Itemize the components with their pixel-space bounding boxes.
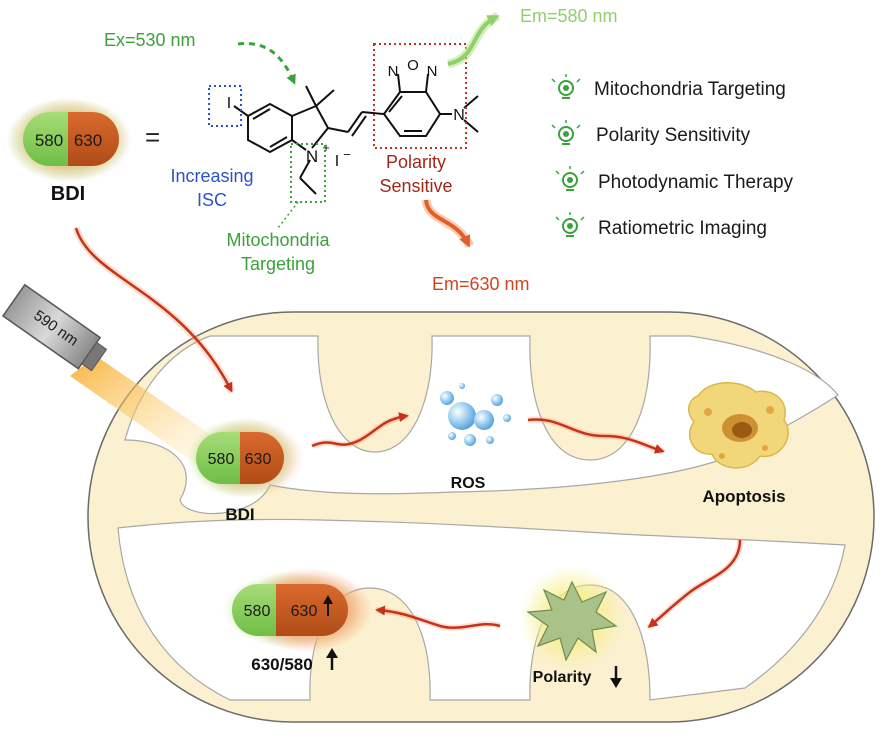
em-red-label: Em=630 nm <box>432 274 530 294</box>
atom-n-left: N <box>388 63 399 80</box>
excitation-arrow <box>237 42 296 85</box>
uptake-arrow <box>74 227 233 393</box>
ros-bubbles <box>440 383 511 446</box>
feature-list: Mitochondria Targeting Polarity Sensitiv… <box>551 74 794 239</box>
em-red-arrow <box>424 199 471 248</box>
polarity-highlight-box <box>373 43 467 149</box>
arrow-polarity-to-result <box>375 605 501 629</box>
feature-item: Mitochondria Targeting <box>551 74 786 100</box>
mito-label-line2: Targeting <box>241 254 315 274</box>
ros-label: ROS <box>451 475 486 492</box>
bulb-icon <box>551 120 581 145</box>
probe-result-580-label: 580 <box>244 603 271 620</box>
mito-label-line1: Mitochondria <box>226 230 330 250</box>
isc-highlight-box <box>208 85 242 127</box>
mito-annotation: Mitochondria Targeting <box>226 230 330 274</box>
probe-mito-580-label: 580 <box>208 451 235 468</box>
apoptotic-cell-icon <box>688 382 789 469</box>
feature-item: Photodynamic Therapy <box>555 166 794 193</box>
charge-minus: − <box>343 147 351 162</box>
polarity-annotation: Polarity Sensitive <box>379 152 452 196</box>
polarity-label-line2: Sensitive <box>379 176 452 196</box>
probe-green-half <box>23 112 68 166</box>
probe-mito: 580 630 BDI <box>186 418 304 524</box>
probe-result-630-label: 630 <box>291 603 318 620</box>
mitochondrion <box>87 311 875 723</box>
feature-label: Ratiometric Imaging <box>598 218 767 239</box>
process-arrows <box>310 412 743 631</box>
probe-top-name: BDI <box>51 183 85 205</box>
probe-result: 580 630 <box>222 568 372 652</box>
feature-item: Polarity Sensitivity <box>551 120 751 146</box>
atom-nitrogen: N <box>306 147 318 166</box>
mito-highlight-box <box>290 143 326 203</box>
polarity-label-line1: Polarity <box>386 152 446 172</box>
em-green-label: Em=580 nm <box>520 6 618 26</box>
polarity-down-arrow-icon <box>610 666 622 688</box>
feature-item: Ratiometric Imaging <box>555 212 767 239</box>
laser-device <box>1 283 108 372</box>
apoptosis-label: Apoptosis <box>702 487 785 506</box>
atom-amine-n: N <box>453 107 465 124</box>
atom-iodine: I <box>227 95 231 112</box>
result-630-up-arrow-icon <box>323 595 333 616</box>
feature-label: Polarity Sensitivity <box>596 125 751 146</box>
polarity-label: Polarity <box>533 669 592 686</box>
ratio-label: 630/580 <box>251 655 312 674</box>
polarity-star-icon <box>526 580 618 662</box>
probe-mito-name: BDI <box>225 505 254 524</box>
isc-annotation: Increasing ISC <box>170 166 253 210</box>
bulb-icon <box>555 212 585 237</box>
ratio-up-arrow-icon <box>326 648 338 670</box>
atom-oxygen: O <box>407 57 419 74</box>
equals-sign: = <box>145 122 160 152</box>
em-green-arrow <box>447 15 500 66</box>
mito-annotation-leader <box>277 201 299 229</box>
isc-label-line2: ISC <box>197 190 227 210</box>
probe-top-630-label: 630 <box>74 131 102 150</box>
charge-plus: + <box>322 140 330 155</box>
feature-label: Mitochondria Targeting <box>594 79 786 100</box>
atom-iodide: I <box>335 153 339 170</box>
feature-label: Photodynamic Therapy <box>598 172 794 193</box>
isc-label-line1: Increasing <box>170 166 253 186</box>
probe-mito-630-label: 630 <box>245 451 272 468</box>
arrow-probe-to-ros <box>311 412 409 448</box>
bulb-icon <box>555 166 585 191</box>
excitation-label: Ex=530 nm <box>104 30 196 50</box>
probe-orange-half <box>68 112 119 166</box>
atom-n-right: N <box>427 63 438 80</box>
structure-atom-labels: I N + I − O N N N <box>227 57 465 170</box>
arrow-apoptosis-to-polarity <box>647 539 742 628</box>
probe-top-580-label: 580 <box>35 131 63 150</box>
arrow-ros-to-apoptosis <box>527 418 665 454</box>
bulb-icon <box>551 74 581 99</box>
probe-top: 580 630 BDI <box>6 98 132 205</box>
